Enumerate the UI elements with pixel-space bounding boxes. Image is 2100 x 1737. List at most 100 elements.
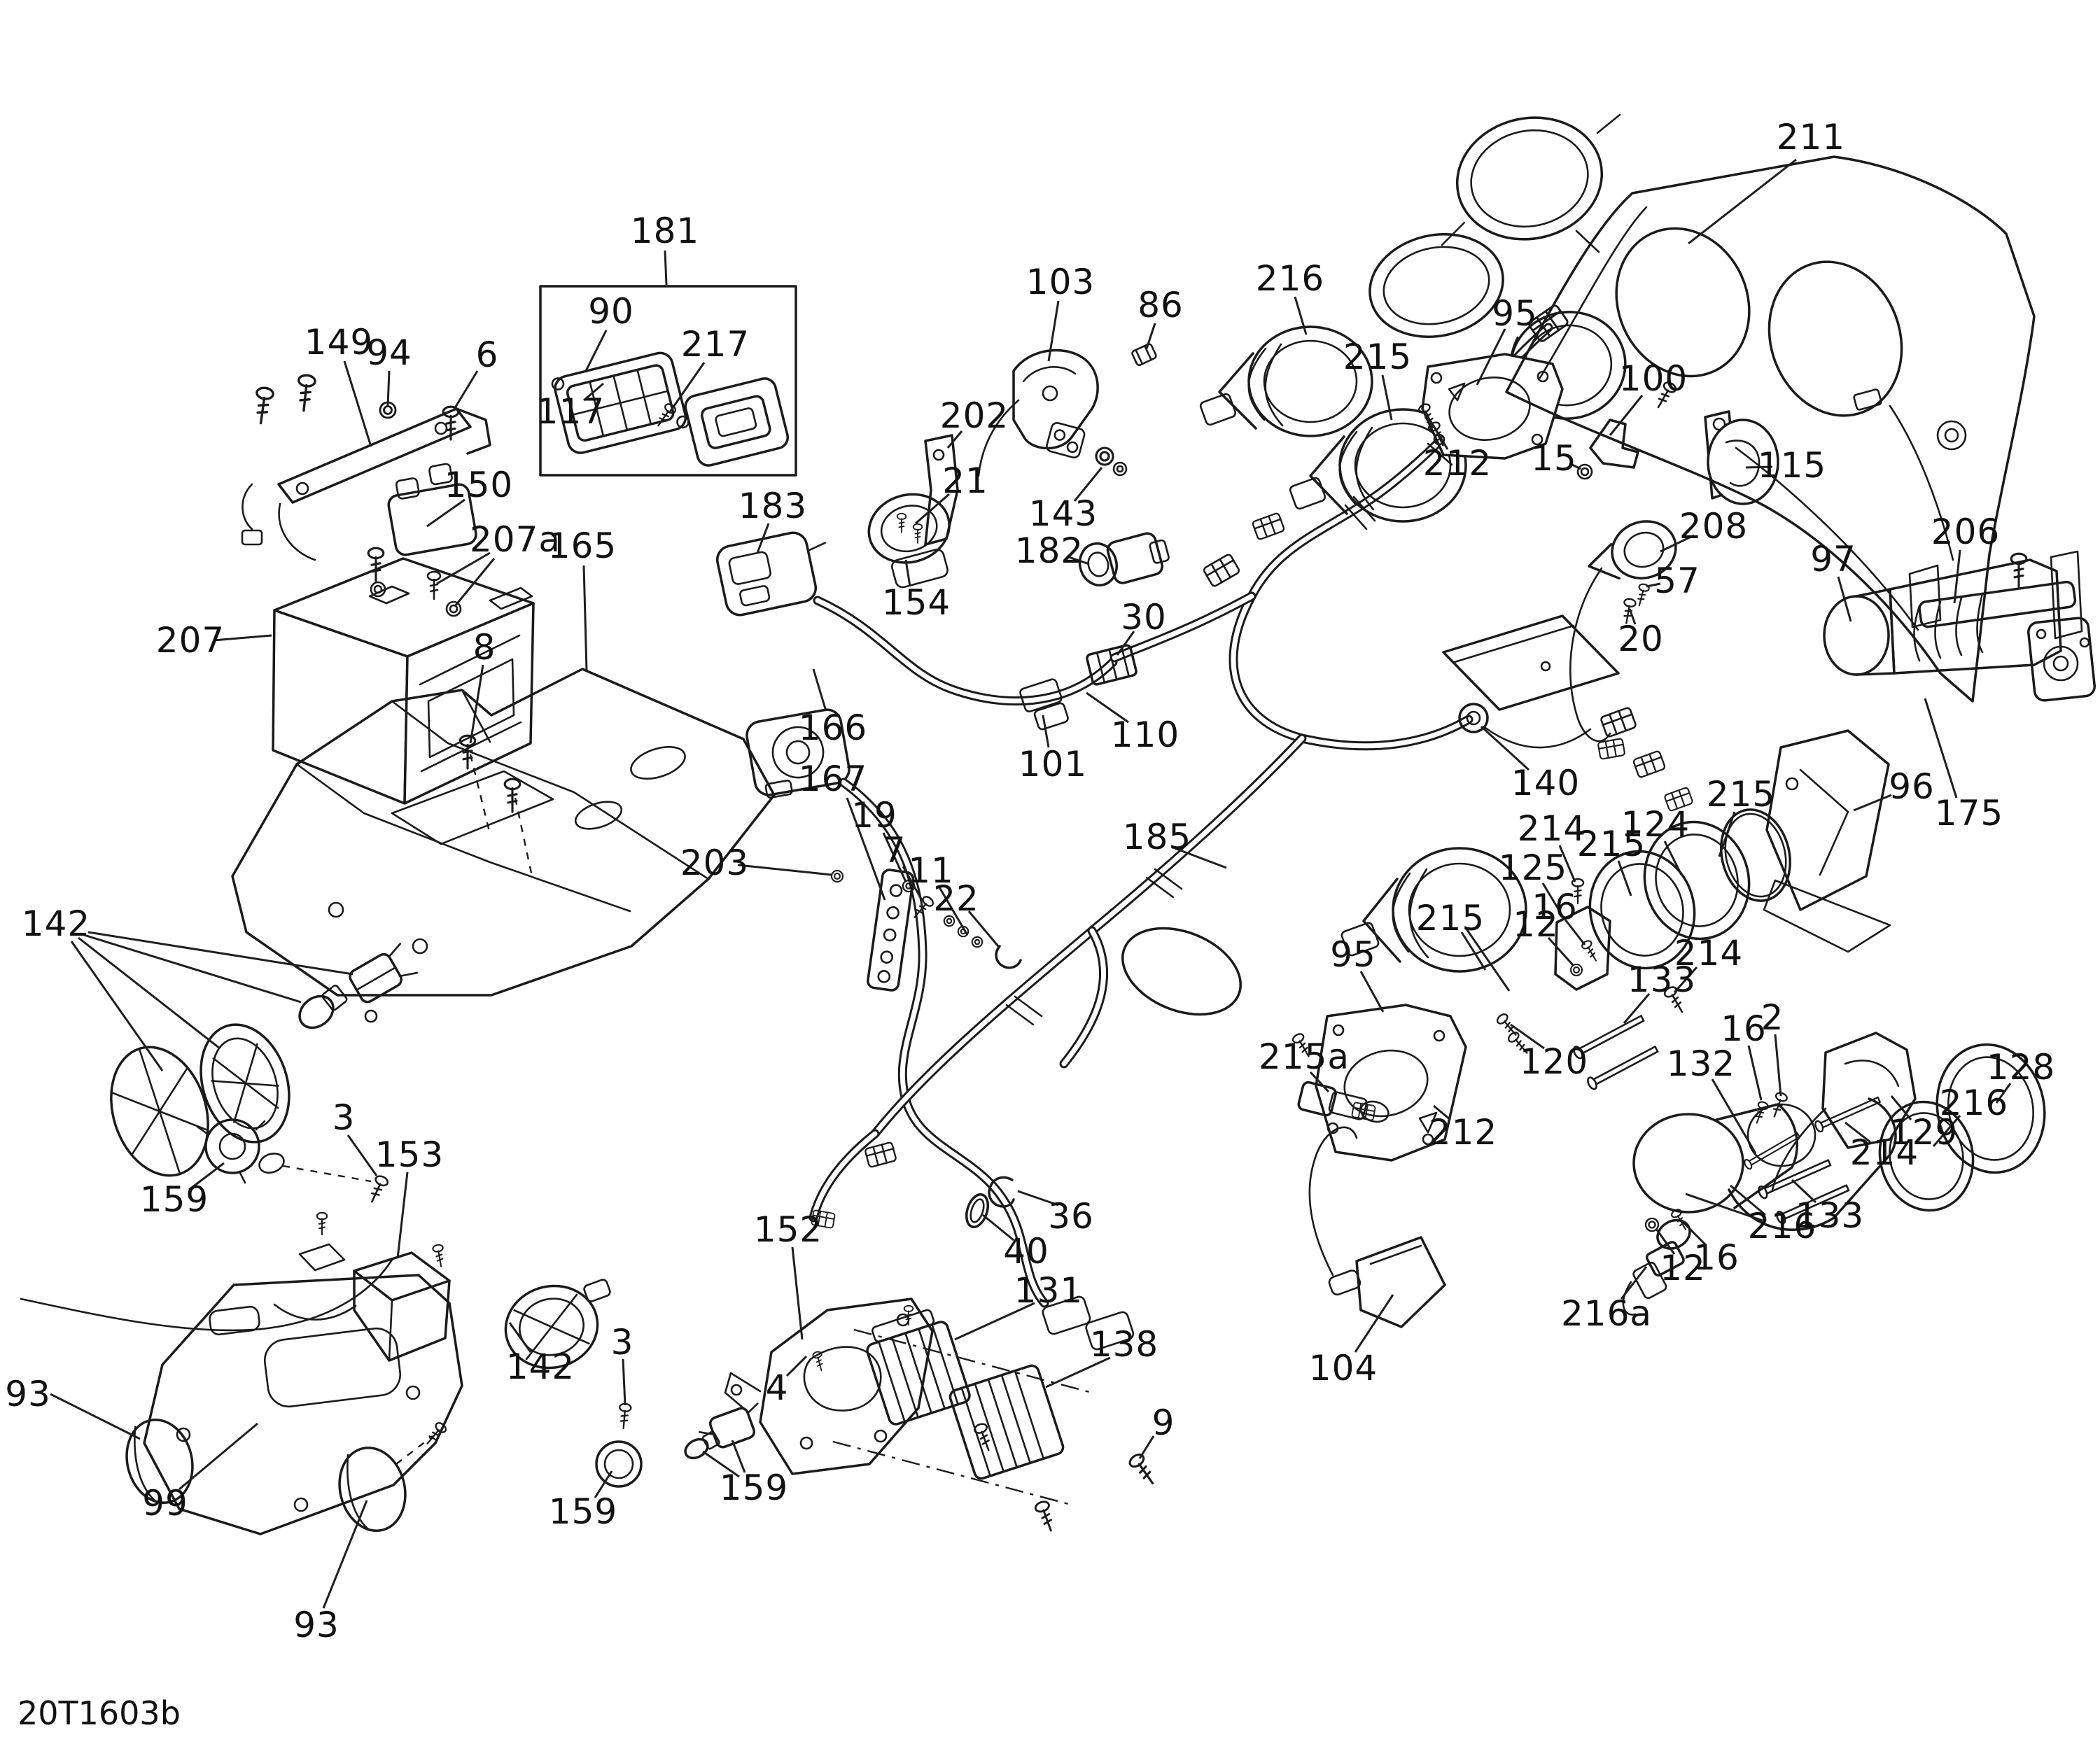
part-callout-215: 215 (1416, 898, 1485, 938)
leader-line-216 (1294, 296, 1308, 335)
part-callout-115: 115 (1758, 445, 1826, 486)
leader-line-90 (584, 330, 608, 373)
leader-line-149 (343, 360, 372, 447)
leader-line-16 (1564, 919, 1586, 945)
leader-line-215 (1381, 374, 1393, 421)
part-callout-90: 90 (588, 291, 634, 332)
leader-line-3 (346, 1134, 378, 1176)
leader-line-97 (1837, 576, 1852, 622)
leader-line-133 (1623, 993, 1651, 1024)
leader-line-217 (668, 362, 706, 414)
bulb-216a (1622, 1218, 1691, 1316)
leader-line-57 (1646, 582, 1661, 588)
part-callout-133: 133 (1628, 959, 1696, 1000)
part-callout-166: 166 (799, 708, 867, 748)
part-callout-15: 15 (1531, 438, 1577, 479)
leader-line-21 (915, 493, 950, 525)
leader-line-93 (322, 1500, 368, 1609)
part-callout-97: 97 (1810, 539, 1856, 579)
part-callout-16: 16 (1693, 1237, 1740, 1278)
voltage-regulator-138 (948, 1364, 1161, 1534)
leader-line-142 (83, 934, 302, 1004)
leader-line-185 (1174, 847, 1227, 869)
part-callout-150: 150 (444, 465, 513, 505)
leader-line-215 (1718, 811, 1736, 857)
license-plate-bracket (20, 1211, 463, 1535)
part-callout-12: 12 (1513, 904, 1559, 945)
part-callout-128: 128 (1987, 1047, 2055, 1088)
leader-line-12 (1547, 936, 1575, 967)
leader-line-150 (426, 498, 465, 528)
part-callout-16: 16 (1532, 887, 1578, 927)
leader-line-159 (188, 1162, 225, 1191)
part-callout-104: 104 (1309, 1348, 1378, 1388)
part-callout-16: 16 (1721, 1008, 1767, 1049)
leader-line-128 (1995, 1083, 2012, 1104)
part-callout-217: 217 (681, 324, 750, 365)
leader-line-94 (386, 370, 391, 407)
leader-line-153 (396, 1172, 409, 1259)
part-callout-133: 133 (1795, 1195, 1864, 1236)
license-lamp-153 (273, 1243, 451, 1362)
part-callout-207a: 207a (470, 519, 561, 560)
part-callout-22: 22 (933, 878, 979, 919)
leader-line-16 (1747, 1045, 1763, 1101)
ring-stack-lower-right (1644, 1032, 2046, 1233)
part-callout-4: 4 (766, 1367, 789, 1408)
part-callout-95: 95 (1492, 293, 1538, 334)
leader-line-101 (1042, 715, 1050, 748)
part-callout-6: 6 (476, 335, 499, 375)
leader-line-215 (1460, 931, 1487, 971)
part-callout-159: 159 (720, 1468, 788, 1508)
part-callout-214: 214 (1518, 808, 1586, 849)
part-callout-181: 181 (631, 211, 699, 251)
reflector-93-left (125, 1418, 194, 1505)
leader-line-22 (967, 910, 1000, 947)
part-callout-215: 215 (1577, 824, 1646, 864)
leader-line-104 (1354, 1294, 1394, 1353)
part-callout-185: 185 (1123, 817, 1191, 857)
leader-line-175 (1924, 698, 1958, 799)
leader-line-133 (1791, 1179, 1817, 1204)
part-callout-110: 110 (1111, 715, 1180, 755)
leader-line-154 (904, 559, 911, 587)
nut-143 (1095, 446, 1128, 477)
leader-line-95 (1359, 971, 1385, 1013)
headlamp-215-lower (1340, 847, 1527, 973)
leader-line-8 (469, 664, 484, 744)
fuse-box-inset (539, 285, 797, 477)
seal-40 (965, 1193, 989, 1228)
part-callout-214: 214 (1674, 933, 1743, 973)
part-callout-95: 95 (1330, 934, 1376, 975)
leader-line-125 (1541, 882, 1565, 919)
part-callout-159: 159 (549, 1491, 617, 1532)
leader-line-165 (582, 565, 588, 671)
bracket-103 (977, 349, 1099, 477)
leader-line-207a (454, 558, 496, 607)
leader-line-214 (1558, 845, 1576, 882)
bracket-167 (830, 868, 1022, 992)
part-callout-154: 154 (882, 582, 951, 623)
part-callout-140: 140 (1511, 763, 1580, 803)
part-callout-207: 207 (156, 620, 225, 661)
part-callout-215a: 215a (1259, 1036, 1350, 1077)
part-callout-153: 153 (375, 1134, 444, 1175)
frame (231, 668, 776, 997)
leader-line-3 (622, 1358, 626, 1406)
leader-line-138 (1045, 1356, 1111, 1388)
headlamp-215 (1289, 408, 1467, 523)
part-callout-99: 99 (142, 1483, 188, 1524)
part-callout-117: 117 (536, 391, 605, 432)
part-callout-3: 3 (332, 1097, 356, 1138)
part-callout-57: 57 (1654, 561, 1700, 601)
voltage-regulator-131 (866, 1309, 971, 1426)
leader-line-212 (1433, 1104, 1451, 1121)
leader-line-182 (1066, 555, 1090, 565)
leader-line-216 (1932, 1115, 1961, 1147)
leader-line-166 (812, 668, 827, 712)
leader-line-208 (1660, 534, 1695, 553)
leader-line-207 (213, 634, 272, 642)
part-callout-138: 138 (1090, 1324, 1158, 1365)
socket-159-lower (595, 1402, 759, 1488)
leader-line-15 (1569, 462, 1581, 470)
